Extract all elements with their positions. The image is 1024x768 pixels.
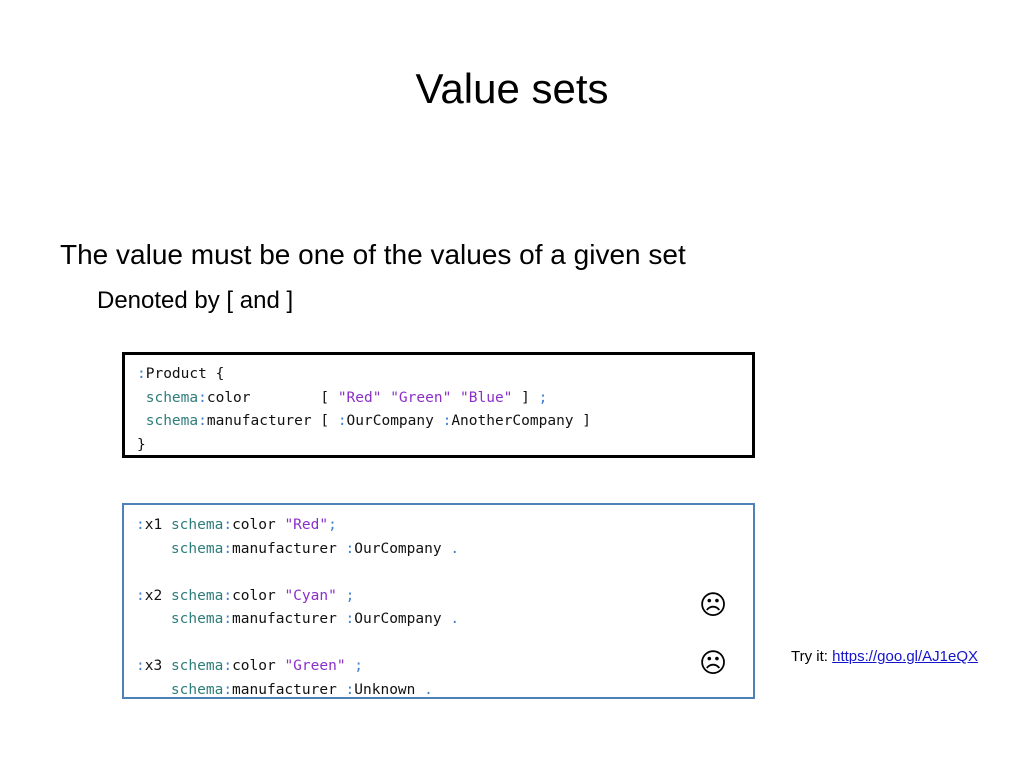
- code-token-punct: :: [345, 681, 355, 698]
- code-line: :Product {: [137, 363, 752, 387]
- code-token-plain: color: [232, 658, 285, 674]
- page-title: Value sets: [415, 65, 609, 112]
- code-token-plain: AnotherCompany ]: [451, 413, 591, 429]
- code-line: schema:manufacturer :OurCompany .: [136, 608, 753, 632]
- code-token-literal: "Cyan": [284, 587, 337, 604]
- code-token-literal: "Red": [284, 517, 329, 533]
- code-token-plain: x2: [144, 587, 171, 604]
- code-token-prefix: schema: [170, 611, 224, 627]
- code-token-literal: "Red" "Green" "Blue": [337, 389, 513, 406]
- code-token-plain: [137, 413, 146, 429]
- code-token-prefix: schema: [145, 413, 199, 429]
- code-token-punct: :: [223, 681, 233, 698]
- code-line: :x1 schema:color "Red";: [136, 514, 753, 538]
- code-token-punct: :: [442, 413, 452, 429]
- code-token-plain: manufacturer: [232, 611, 346, 627]
- code-token-punct: :: [337, 413, 347, 429]
- code-token-punct: :: [137, 366, 146, 382]
- code-token-prefix: schema: [170, 658, 224, 674]
- code-token-punct: ;: [328, 517, 337, 533]
- code-line: }: [137, 434, 752, 458]
- try-it-link[interactable]: https://goo.gl/AJ1eQX: [832, 648, 979, 665]
- code-token-plain: color [: [206, 389, 338, 406]
- code-token-prefix: schema: [170, 587, 224, 604]
- bullet-primary: The value must be one of the values of a…: [60, 239, 686, 270]
- code-token-plain: manufacturer: [232, 681, 346, 698]
- bullet-secondary: Denoted by [ and ]: [97, 287, 294, 314]
- code-token-punct: ;: [354, 658, 364, 674]
- code-token-plain: color: [232, 587, 285, 604]
- code-token-literal: "Green": [284, 658, 346, 674]
- code-token-prefix: schema: [170, 681, 224, 698]
- code-line: schema:color [ "Red" "Green" "Blue" ] ;: [137, 387, 752, 411]
- code-token-plain: OurCompany: [354, 540, 451, 557]
- data-code-block: :x1 schema:color "Red"; schema:manufactu…: [122, 503, 755, 699]
- code-line: schema:manufacturer :OurCompany .: [136, 538, 753, 562]
- code-token-plain: color: [232, 517, 285, 533]
- code-token-punct: :: [223, 658, 233, 674]
- code-token-plain: x3: [144, 658, 171, 674]
- code-token-punct: :: [223, 611, 233, 627]
- code-token-plain: [136, 541, 171, 557]
- code-token-punct: :: [136, 587, 145, 604]
- code-line: :x2 schema:color "Cyan" ;: [136, 585, 753, 609]
- schema-code-block: :Product { schema:color [ "Red" "Green" …: [122, 352, 755, 458]
- code-token-plain: [136, 682, 171, 698]
- code-token-prefix: schema: [170, 540, 224, 557]
- code-token-plain: manufacturer [: [206, 413, 338, 429]
- code-token-plain: [346, 658, 355, 674]
- code-token-punct: ;: [345, 587, 355, 604]
- code-token-punct: .: [424, 681, 433, 698]
- code-line: :x3 schema:color "Green" ;: [136, 655, 753, 679]
- code-token-plain: [337, 588, 346, 604]
- code-token-punct: :: [345, 611, 355, 627]
- code-token-punct: .: [450, 611, 460, 627]
- code-token-plain: x1: [144, 517, 171, 533]
- code-token-punct: :: [136, 517, 145, 533]
- code-token-punct: :: [345, 540, 355, 557]
- code-line: [136, 561, 753, 585]
- try-it-label: Try it:: [791, 648, 833, 665]
- code-token-punct: ;: [538, 389, 548, 406]
- code-token-plain: OurCompany: [354, 611, 451, 627]
- try-it-note: Try it: https://goo.gl/AJ1eQX: [791, 648, 978, 665]
- code-token-plain: manufacturer: [232, 540, 346, 557]
- code-token-punct: :: [136, 658, 145, 674]
- code-token-plain: }: [137, 436, 146, 453]
- sad-face-icon-x3: ☹: [699, 648, 728, 679]
- sad-face-icon-x2: ☹: [699, 590, 728, 621]
- code-token-punct: :: [223, 517, 233, 533]
- code-line: schema:manufacturer :Unknown .: [136, 679, 753, 703]
- code-token-punct: :: [223, 540, 233, 557]
- code-line: schema:manufacturer [ :OurCompany :Anoth…: [137, 410, 752, 434]
- code-token-plain: Product {: [145, 366, 225, 382]
- code-token-plain: Unknown: [354, 681, 425, 698]
- code-line: [136, 632, 753, 656]
- code-token-punct: :: [223, 587, 233, 604]
- code-token-punct: :: [198, 413, 207, 429]
- code-token-punct: :: [198, 389, 207, 406]
- code-token-prefix: schema: [145, 389, 199, 406]
- code-token-plain: [136, 611, 171, 627]
- code-token-plain: OurCompany: [346, 413, 443, 429]
- code-token-prefix: schema: [170, 517, 224, 533]
- code-token-plain: ]: [512, 389, 539, 406]
- code-token-plain: [137, 390, 146, 406]
- code-token-punct: .: [450, 540, 460, 557]
